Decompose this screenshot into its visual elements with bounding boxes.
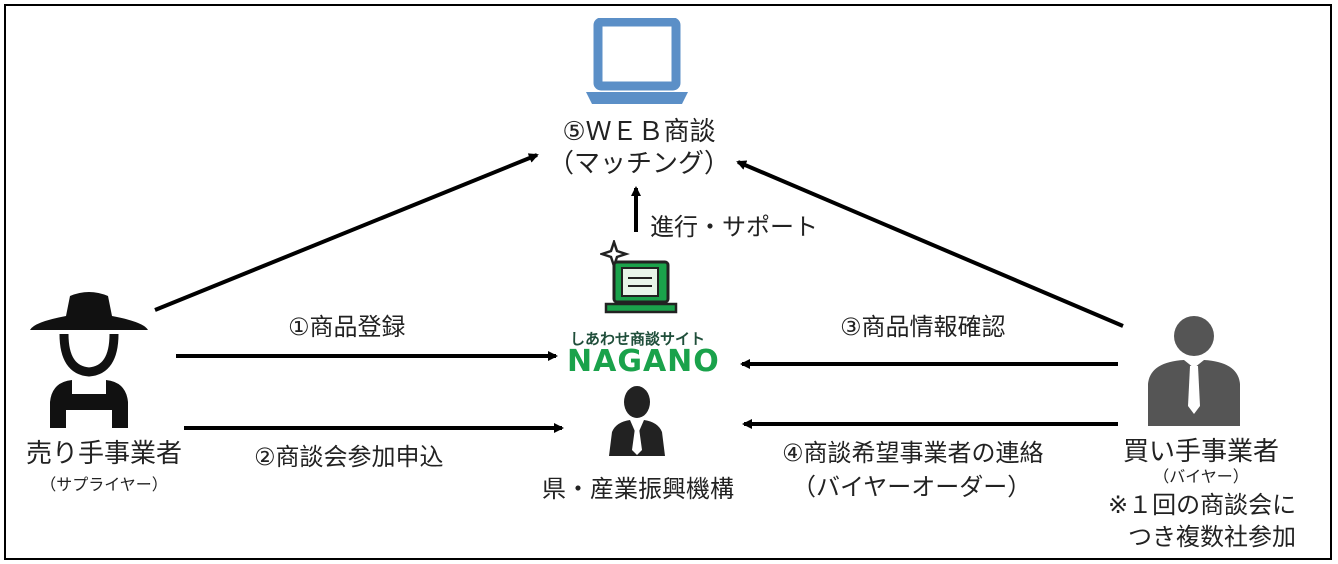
web-meeting-subtitle: （マッチング） <box>547 149 730 179</box>
logo-tagline: しあわせ商談サイト <box>570 330 706 348</box>
seller-label: 売り手事業者 <box>25 439 182 469</box>
organization-label: 県・産業振興機構 <box>542 475 734 503</box>
buyer-label: 買い手事業者 <box>1122 437 1279 467</box>
step4-label-line2: （バイヤーオーダー） <box>792 473 1032 501</box>
nagano-logo: しあわせ商談サイト NAGANO <box>562 322 730 380</box>
buyer-note-line2: つき複数社参加 <box>1128 523 1296 551</box>
logo-brand: NAGANO <box>567 344 720 379</box>
seller-sub: （サプライヤー） <box>40 475 168 494</box>
seller-farmer-icon <box>30 292 148 428</box>
arrow-buyer-to-web <box>736 160 1124 328</box>
buyer-note-line1: ※１回の商談会に <box>1108 491 1297 519</box>
site-laptop-icon <box>600 240 678 314</box>
diagram-frame <box>4 4 1332 560</box>
step4-label-line1: ④商談希望事業者の連絡 <box>782 439 1044 467</box>
buyer-businessman-icon <box>1148 316 1240 426</box>
step3-label: ③商品情報確認 <box>840 313 1006 341</box>
step1-label: ①商品登録 <box>288 313 406 341</box>
web-meeting-title: ⑤ＷＥＢ商談 <box>562 117 716 147</box>
laptop-icon <box>586 18 688 104</box>
step2-label: ②商談会参加申込 <box>254 443 444 471</box>
buyer-sub: （バイヤー） <box>1153 467 1249 486</box>
arrow-seller-to-web <box>154 153 539 312</box>
organization-person-icon <box>609 386 665 456</box>
support-label: 進行・サポート <box>650 213 818 241</box>
